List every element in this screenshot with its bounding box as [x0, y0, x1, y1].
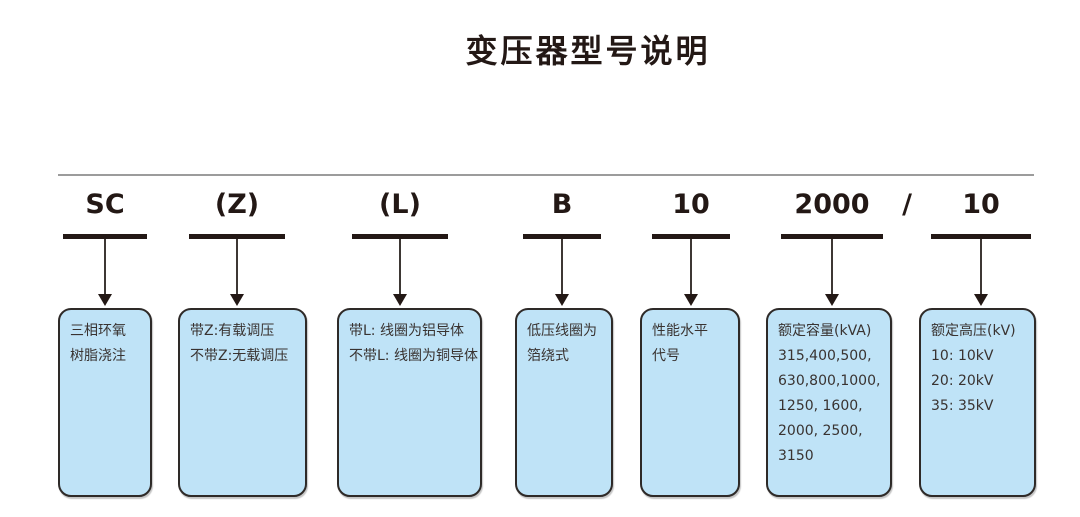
arrow-down-icon-4	[555, 294, 569, 306]
code-underline-5	[652, 234, 730, 239]
description-line: 315,400,500,	[778, 348, 872, 364]
description-line: 带L: 线圈为铝导体	[349, 323, 464, 339]
description-line: 35: 35kV	[931, 398, 994, 414]
arrow-down-icon-2	[230, 294, 244, 306]
code-underline-7	[931, 234, 1031, 239]
description-line: 630,800,1000,	[778, 373, 881, 389]
arrow-down-icon-5	[684, 294, 698, 306]
code-label-6: 2000	[794, 189, 870, 220]
code-underline-4	[523, 234, 601, 239]
arrow-down-stem-6	[831, 239, 833, 295]
arrow-down-icon-3	[393, 294, 407, 306]
description-box-5: 性能水平代号	[640, 308, 740, 497]
code-underline-1	[63, 234, 147, 239]
description-line: 10: 10kV	[931, 348, 994, 364]
description-box-4: 低压线圈为箔绕式	[515, 308, 613, 497]
description-line: 3150	[778, 448, 814, 464]
description-line: 1250, 1600,	[778, 398, 863, 414]
description-line: 20: 20kV	[931, 373, 994, 389]
description-line: 树脂浇注	[70, 348, 126, 364]
code-separator-slash: /	[902, 189, 912, 220]
description-box-1: 三相环氧树脂浇注	[58, 308, 152, 497]
top-horizontal-rule	[58, 174, 1034, 176]
description-line: 箔绕式	[527, 348, 569, 364]
code-label-2: (Z)	[214, 189, 260, 220]
description-line: 性能水平	[652, 323, 708, 339]
code-underline-3	[352, 234, 448, 239]
code-underline-2	[189, 234, 285, 239]
description-line: 不带L: 线圈为铜导体	[349, 348, 478, 364]
arrow-down-stem-1	[104, 239, 106, 295]
description-line: 额定容量(kVA)	[778, 323, 872, 339]
arrow-down-stem-3	[399, 239, 401, 295]
arrow-down-stem-7	[980, 239, 982, 295]
code-label-7: 10	[962, 189, 1000, 220]
description-box-7: 额定高压(kV) 10: 10kV 20: 20kV 35: 35kV	[919, 308, 1036, 497]
code-label-3: (L)	[379, 189, 421, 220]
page-title: 变压器型号说明	[465, 32, 711, 70]
code-label-1: SC	[85, 189, 125, 220]
arrow-down-stem-4	[561, 239, 563, 295]
description-line: 三相环氧	[70, 323, 126, 339]
description-box-6: 额定容量(kVA) 315,400,500, 630,800,1000, 1250, …	[766, 308, 892, 497]
code-label-4: B	[551, 189, 573, 220]
arrow-down-stem-5	[690, 239, 692, 295]
description-line: 代号	[652, 348, 680, 364]
description-line: 额定高压(kV)	[931, 323, 1016, 339]
code-underline-6	[781, 234, 883, 239]
code-label-5: 10	[672, 189, 710, 220]
description-line: 带Z:有载调压	[190, 323, 275, 339]
arrow-down-icon-6	[825, 294, 839, 306]
arrow-down-icon-7	[974, 294, 988, 306]
description-line: 2000, 2500,	[778, 423, 863, 439]
description-line: 不带Z:无载调压	[190, 348, 289, 364]
description-line: 低压线圈为	[527, 323, 597, 339]
arrow-down-icon-1	[98, 294, 112, 306]
arrow-down-stem-2	[236, 239, 238, 295]
description-box-3: 带L: 线圈为铝导体不带L: 线圈为铜导体	[337, 308, 482, 497]
description-box-2: 带Z:有载调压不带Z:无载调压	[178, 308, 307, 497]
